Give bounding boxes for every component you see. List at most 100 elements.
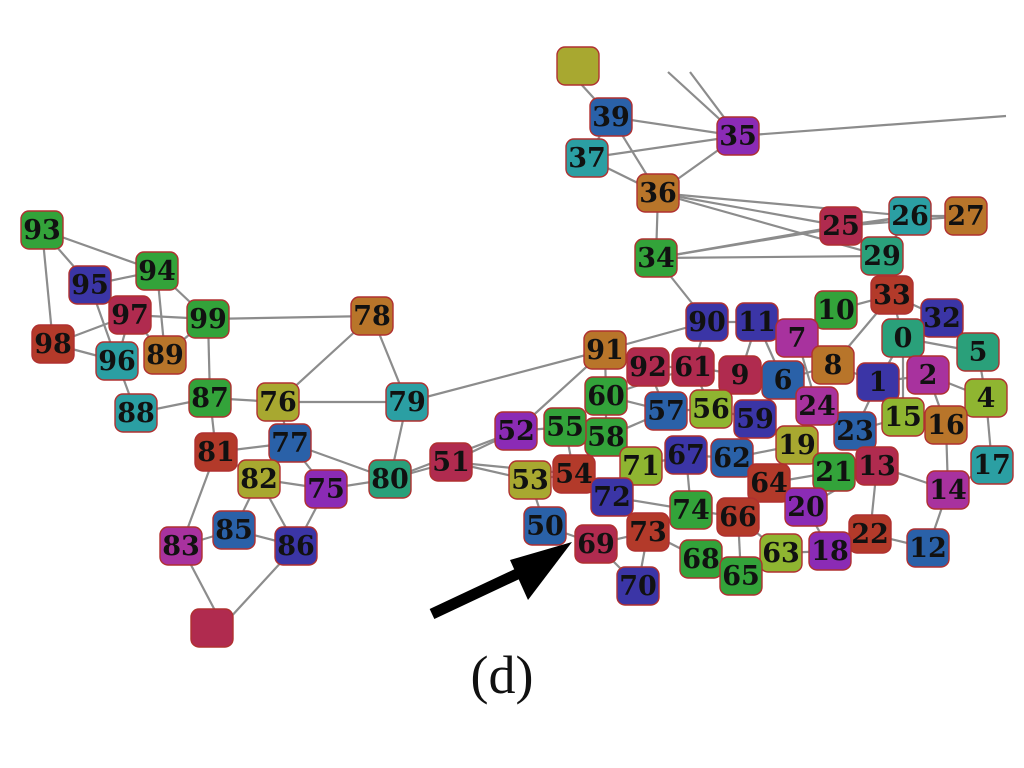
- graph-edge: [207, 314, 373, 321]
- graph-node: 15: [881, 397, 925, 437]
- node-label: 0: [894, 323, 913, 354]
- node-box: [574, 524, 618, 564]
- node-label: 9: [731, 360, 750, 391]
- node-label: 51: [432, 447, 470, 478]
- graph-node: 24: [795, 386, 839, 426]
- node-box: [860, 236, 904, 276]
- graph-node: 96: [95, 341, 139, 381]
- node-box: [970, 445, 1014, 485]
- node-box: [716, 497, 760, 537]
- node-box: [368, 459, 412, 499]
- node-box: [669, 490, 713, 530]
- graph-node: 1: [856, 362, 900, 402]
- graph-node: 35: [716, 116, 760, 156]
- node-label: 72: [593, 482, 631, 513]
- node-label: 36: [639, 178, 677, 209]
- graph-node: 91: [583, 330, 627, 370]
- graph-node: 25: [819, 206, 863, 246]
- graph-node: 66: [716, 497, 760, 537]
- node-label: 29: [863, 241, 901, 272]
- node-label: 39: [592, 102, 630, 133]
- graph-node: 65: [719, 556, 763, 596]
- graph-node: 63: [759, 533, 803, 573]
- node-label: 34: [637, 243, 675, 274]
- node-box: [616, 566, 660, 606]
- graph-node: 36: [636, 173, 680, 213]
- node-box: [188, 378, 232, 418]
- node-box: [689, 389, 733, 429]
- node-box: [888, 196, 932, 236]
- node-box: [718, 355, 762, 395]
- node-box: [256, 382, 300, 422]
- graph-node: 20: [784, 487, 828, 527]
- node-label: 24: [798, 391, 836, 422]
- graph-node: 62: [710, 438, 754, 478]
- node-label: 12: [909, 533, 947, 564]
- node-label: 33: [873, 280, 911, 311]
- graph-node: 52: [494, 411, 538, 451]
- node-label: 1: [869, 367, 888, 398]
- node-label: 8: [824, 350, 843, 381]
- graph-node: 86: [274, 526, 318, 566]
- node-label: 85: [215, 515, 253, 546]
- graph-node: 95: [68, 265, 112, 305]
- graph-node: 59: [733, 399, 777, 439]
- graph-node: 23: [833, 411, 877, 451]
- node-label: 6: [774, 365, 793, 396]
- graph-node: 13: [855, 446, 899, 486]
- node-box: [194, 432, 238, 472]
- node-box: [784, 487, 828, 527]
- node-box: [268, 423, 312, 463]
- graph-node: 0: [881, 318, 925, 358]
- graph-node: 90: [685, 302, 729, 342]
- node-box: [926, 470, 970, 510]
- graph-node: 75: [304, 469, 348, 509]
- graph-node: 77: [268, 423, 312, 463]
- node-box: [664, 435, 708, 475]
- node-label: 50: [526, 511, 564, 542]
- node-label: 99: [189, 304, 227, 335]
- node-label: 7: [788, 323, 807, 354]
- graph-node: 12: [906, 528, 950, 568]
- graph-node: 92: [626, 347, 670, 387]
- graph-node: 80: [368, 459, 412, 499]
- node-label: 63: [762, 538, 800, 569]
- node-label: 60: [587, 381, 625, 412]
- node-label: 56: [692, 394, 730, 425]
- arrow-pointer: [429, 542, 572, 619]
- graph-node: 14: [926, 470, 970, 510]
- node-label: 66: [719, 502, 757, 533]
- node-box: [350, 296, 394, 336]
- node-label: 92: [629, 352, 667, 383]
- node-label: 21: [815, 457, 853, 488]
- node-box: [584, 376, 628, 416]
- graph-node: 50: [523, 506, 567, 546]
- node-label: 94: [138, 256, 176, 287]
- graph-node: 69: [574, 524, 618, 564]
- node-box: [906, 528, 950, 568]
- node-label: 90: [688, 307, 726, 338]
- graph-edge: [737, 114, 1007, 138]
- node-label: 86: [277, 531, 315, 562]
- node-box: [589, 97, 633, 137]
- node-label: 53: [511, 465, 549, 496]
- graph-node: 99: [186, 299, 230, 339]
- graph-node: 81: [194, 432, 238, 472]
- node-box: [68, 265, 112, 305]
- graph-node: 33: [870, 275, 914, 315]
- node-label: 13: [858, 451, 896, 482]
- node-label: 65: [722, 561, 760, 592]
- node-label: 19: [778, 430, 816, 461]
- node-box: [385, 382, 429, 422]
- node-box: [508, 460, 552, 500]
- node-label: 17: [973, 450, 1011, 481]
- graph-node: 85: [212, 510, 256, 550]
- node-box: [944, 196, 988, 236]
- node-box: [186, 299, 230, 339]
- graph-node: 70: [616, 566, 660, 606]
- node-label: 14: [929, 475, 967, 506]
- node-label: 26: [891, 201, 929, 232]
- node-box: [881, 397, 925, 437]
- node-box: [881, 318, 925, 358]
- node-box: [95, 341, 139, 381]
